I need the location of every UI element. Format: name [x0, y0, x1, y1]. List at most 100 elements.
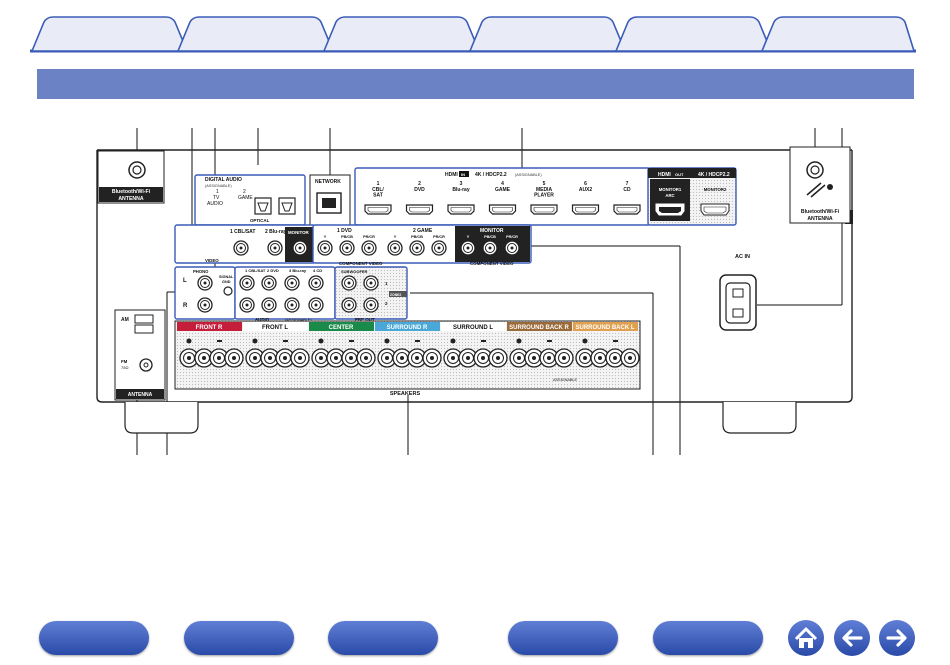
home-button[interactable]	[788, 620, 824, 656]
component-jack-label: PR/CR	[363, 235, 375, 239]
back-button[interactable]	[834, 620, 870, 656]
nav-button-4[interactable]	[508, 621, 618, 655]
component-jack-7[interactable]	[460, 240, 476, 256]
component-jack-label: Y	[394, 235, 397, 239]
component-jack-3[interactable]	[361, 240, 377, 256]
nav-button-1[interactable]	[39, 621, 149, 655]
digital-audio-optical[interactable]: DIGITAL AUDIO (ASSIGNABLE) 1 TV AUDIO 2 …	[194, 174, 306, 226]
hdmi-outputs[interactable]: HDMI OUT 4K / HDCP2.2 MONITOR1 ARC MONIT…	[647, 167, 737, 226]
speaker-channel-1[interactable]: FRONT R	[177, 322, 244, 368]
hdmi-input-num: 3	[460, 181, 463, 187]
video-jack-2[interactable]	[267, 240, 283, 256]
audio-in-jack-r-4[interactable]	[308, 297, 324, 313]
network-port[interactable]: NETWORK	[309, 174, 351, 226]
phono-input[interactable]: L R PHONO SIGNAL GND	[174, 266, 236, 320]
hdmi-title: HDMI	[445, 172, 458, 178]
bt-antenna-left[interactable]: Bluetooth/Wi-Fi ANTENNA	[97, 150, 165, 204]
audio-in-jack-l-4[interactable]	[308, 275, 324, 291]
am-label: AM	[121, 317, 129, 323]
ac-inlet[interactable]: AC IN	[719, 254, 757, 331]
audio-inputs[interactable]: 1 CBL/SAT 2 DVD 3 Blu-ray 4 CD AUDIO (AS…	[234, 266, 336, 322]
audio-in-jack-r-1[interactable]	[239, 297, 255, 313]
hdmi-input-7[interactable]: 7CD	[613, 181, 641, 215]
video-jack-1[interactable]	[233, 240, 249, 256]
component-jack-label: Y	[467, 235, 470, 239]
speaker-channel-7[interactable]: SURROUND BACK L	[573, 322, 640, 368]
phono-jack-r[interactable]	[197, 297, 213, 313]
foot-left	[124, 402, 199, 434]
tab-5[interactable]	[614, 16, 773, 52]
component-jack-1[interactable]	[317, 240, 333, 256]
component-ch2: 2 GAME	[413, 228, 433, 234]
hdmi-input-name: Blu-ray	[452, 187, 469, 193]
monitor2-label: MONITOR2	[704, 187, 727, 192]
zone2-jack-r[interactable]	[363, 297, 379, 313]
audio-in-jack-r-3[interactable]	[284, 297, 300, 313]
tab-shapes	[30, 16, 916, 53]
bt-antenna-right[interactable]: Bluetooth/Wi-Fi ANTENNA	[789, 146, 851, 224]
component-jack-label: PB/CB	[484, 235, 496, 239]
hdmi-input-name: MEDIA	[536, 187, 553, 193]
component-jack-label: PB/CB	[341, 235, 353, 239]
tab-1[interactable]	[30, 16, 189, 52]
component-jack-6[interactable]	[431, 240, 447, 256]
speaker-channel-6[interactable]: SURROUND BACK R	[507, 322, 574, 368]
tab-6[interactable]	[760, 16, 916, 52]
subwoofer-jack-2[interactable]	[341, 297, 357, 313]
audio-in-jack-l-2[interactable]	[261, 275, 277, 291]
hdmi-inputs[interactable]: HDMI IN 4K / HDCP2.2 (ASSIGNABLE)	[354, 167, 651, 226]
hdmi-input-name: DVD	[414, 187, 425, 193]
phono-r: R	[183, 303, 188, 309]
speaker-channel-label: SURROUND BACK L	[576, 325, 635, 331]
audio-in-jack-l-1[interactable]	[239, 275, 255, 291]
component-jack-9[interactable]	[504, 240, 520, 256]
phono-jack-l[interactable]	[197, 275, 213, 291]
antenna-rotate-icon	[806, 182, 826, 198]
hdmi-input-num: 4	[501, 181, 504, 187]
tab-2[interactable]	[176, 16, 335, 52]
speaker-channel-3[interactable]: CENTER	[309, 322, 376, 368]
nav-button-3[interactable]	[328, 621, 438, 655]
preout-jack-group	[341, 275, 379, 313]
component-jack-2[interactable]	[339, 240, 355, 256]
speaker-channel-5[interactable]: SURROUND L	[441, 322, 508, 368]
speaker-channel-label: CENTER	[329, 325, 354, 331]
tab-3[interactable]	[322, 16, 481, 52]
optical-2-num: 2	[243, 189, 246, 195]
bt-antenna-label-2: ANTENNA	[118, 196, 144, 202]
monitor1-label: MONITOR1	[659, 187, 682, 192]
nav-button-5[interactable]	[653, 621, 763, 655]
forward-button[interactable]	[879, 620, 915, 656]
component-jack-4[interactable]	[387, 240, 403, 256]
phono-l: L	[183, 278, 187, 284]
speaker-channel-label: FRONT L	[262, 325, 288, 331]
speakers-assignable: ASSIGNABLE	[553, 378, 578, 382]
component-jack-8[interactable]	[482, 240, 498, 256]
speaker-channel-4[interactable]: SURROUND R	[375, 322, 442, 368]
hdmi-input-num: 7	[626, 181, 629, 187]
pre-out[interactable]: SUBWOOFER 1 2 PRE OUT ZONE2	[334, 266, 408, 322]
speaker-channel-2[interactable]: FRONT L	[243, 322, 310, 368]
audio-in-jack-r-2[interactable]	[261, 297, 277, 313]
am-fm-antenna[interactable]: AM FM 75Ω ANTENNA	[114, 309, 166, 401]
nav-button-2[interactable]	[184, 621, 294, 655]
subwoofer-jack-1[interactable]	[341, 275, 357, 291]
video-ch1: 1 CBL/SAT	[230, 229, 255, 235]
component-jack-5[interactable]	[409, 240, 425, 256]
ac-in-label: AC IN	[735, 254, 750, 260]
tab-4[interactable]	[468, 16, 627, 52]
hdmi-out-spec: 4K / HDCP2.2	[698, 172, 730, 178]
zone2-jack-l[interactable]	[363, 275, 379, 291]
video-jack-3[interactable]	[292, 240, 308, 256]
audio-in-jack-l-3[interactable]	[284, 275, 300, 291]
audio-label: AUDIO	[255, 317, 270, 322]
optical-1-num: 1	[216, 189, 219, 195]
